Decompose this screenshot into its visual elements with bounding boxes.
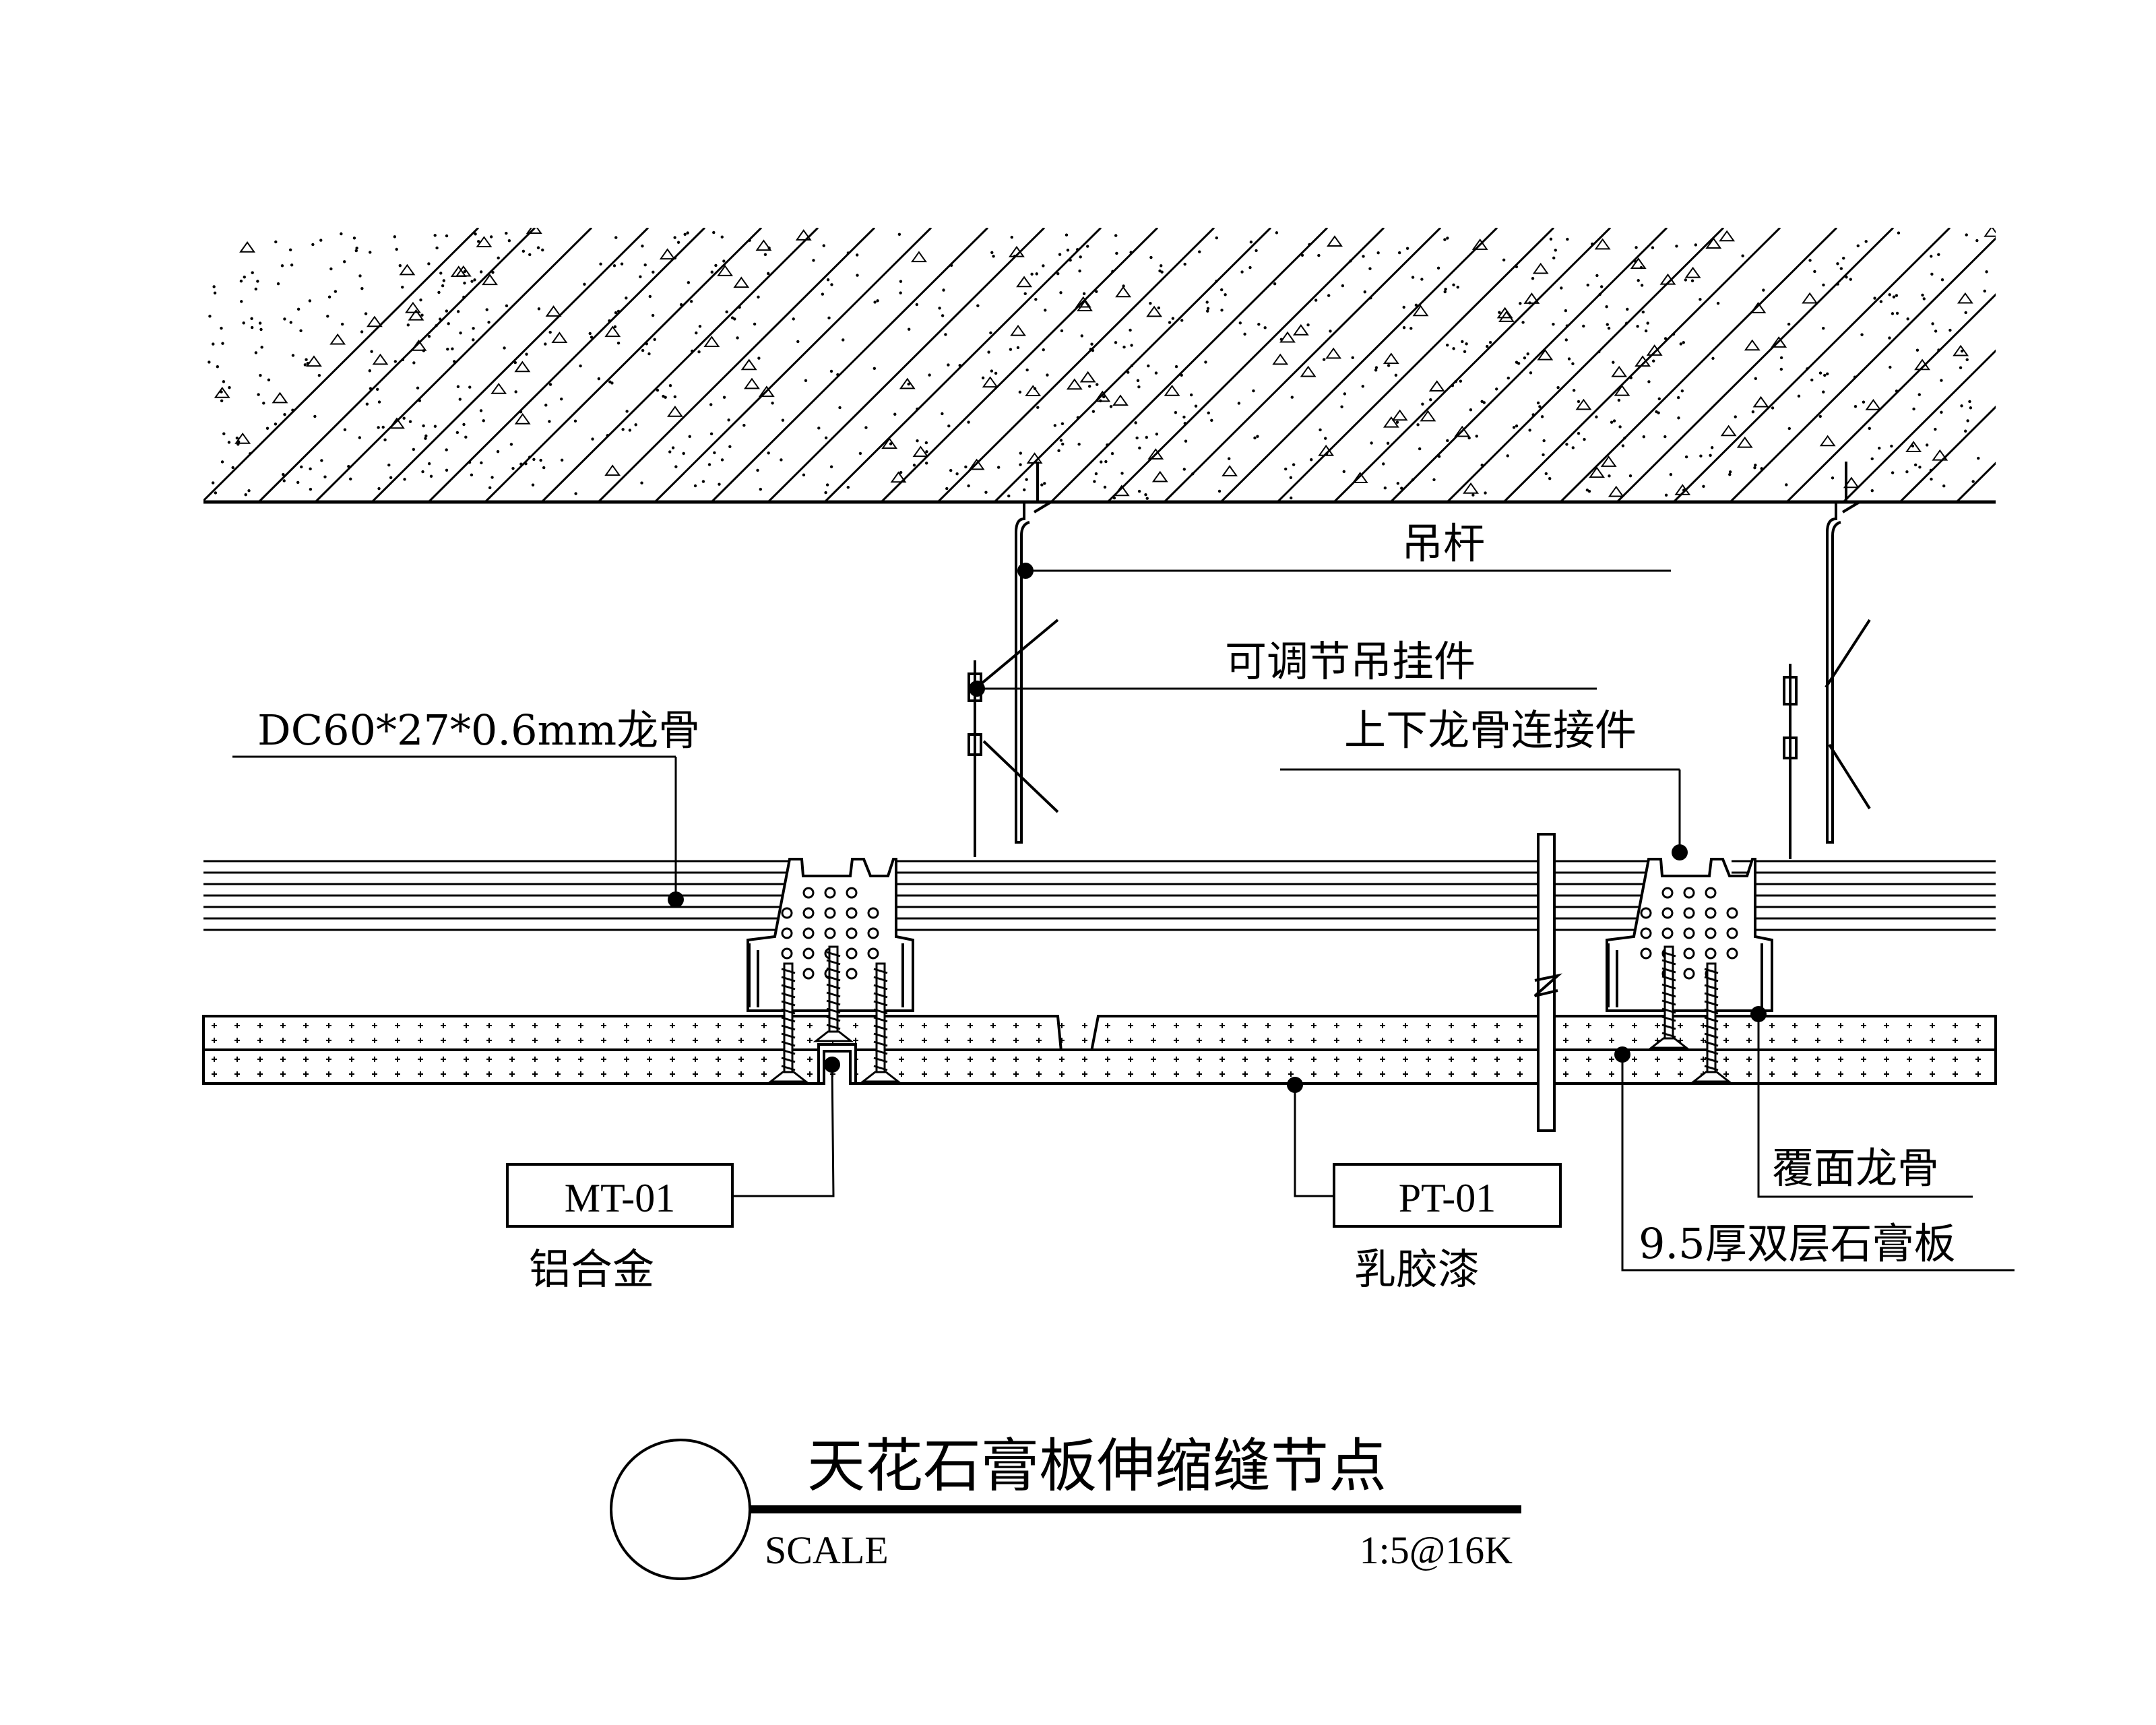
- leaders: [232, 569, 2015, 1272]
- callout-desc-left: 铝合金: [529, 1245, 654, 1294]
- label-hanger-rod: 吊杆: [1401, 519, 1485, 568]
- hanger-rod-left: [968, 462, 1059, 857]
- callout-code-right: PT-01: [1399, 1176, 1496, 1220]
- scale-value: 1:5@16K: [1360, 1528, 1513, 1572]
- label-adjustable-hanger: 可调节吊挂件: [1225, 637, 1476, 686]
- callout-box-left: [506, 1163, 734, 1228]
- leader-dots: [668, 563, 1767, 1093]
- aluminum-joint-profile: [817, 1043, 857, 1085]
- callout-box-right: [1333, 1163, 1562, 1228]
- label-cover-keel: 覆面龙骨: [1772, 1143, 1939, 1193]
- callout-desc-right: 乳胶漆: [1354, 1245, 1480, 1294]
- label-main-keel: DC60*27*0.6mm龙骨: [257, 705, 700, 755]
- main-keel: [203, 860, 1996, 931]
- title-circle: [610, 1439, 751, 1580]
- concrete-slab: [203, 228, 1996, 504]
- hanger-rod-right: [1783, 462, 1871, 859]
- drawing-title: 天花石膏板伸缩缝节点: [807, 1433, 1387, 1500]
- gypsum-board-lower: [202, 1048, 1997, 1085]
- label-gypsum-board: 9.5厚双层石膏板: [1639, 1219, 1956, 1268]
- scale-label: SCALE: [765, 1528, 889, 1572]
- callout-code-left: MT-01: [565, 1176, 675, 1220]
- label-connector: 上下龙骨连接件: [1344, 705, 1637, 755]
- title-block: 天花石膏板伸缩缝节点 SCALE 1:5@16K: [610, 1433, 1521, 1580]
- break-line: [1533, 833, 1562, 1132]
- gypsum-board-upper: [202, 1015, 1997, 1053]
